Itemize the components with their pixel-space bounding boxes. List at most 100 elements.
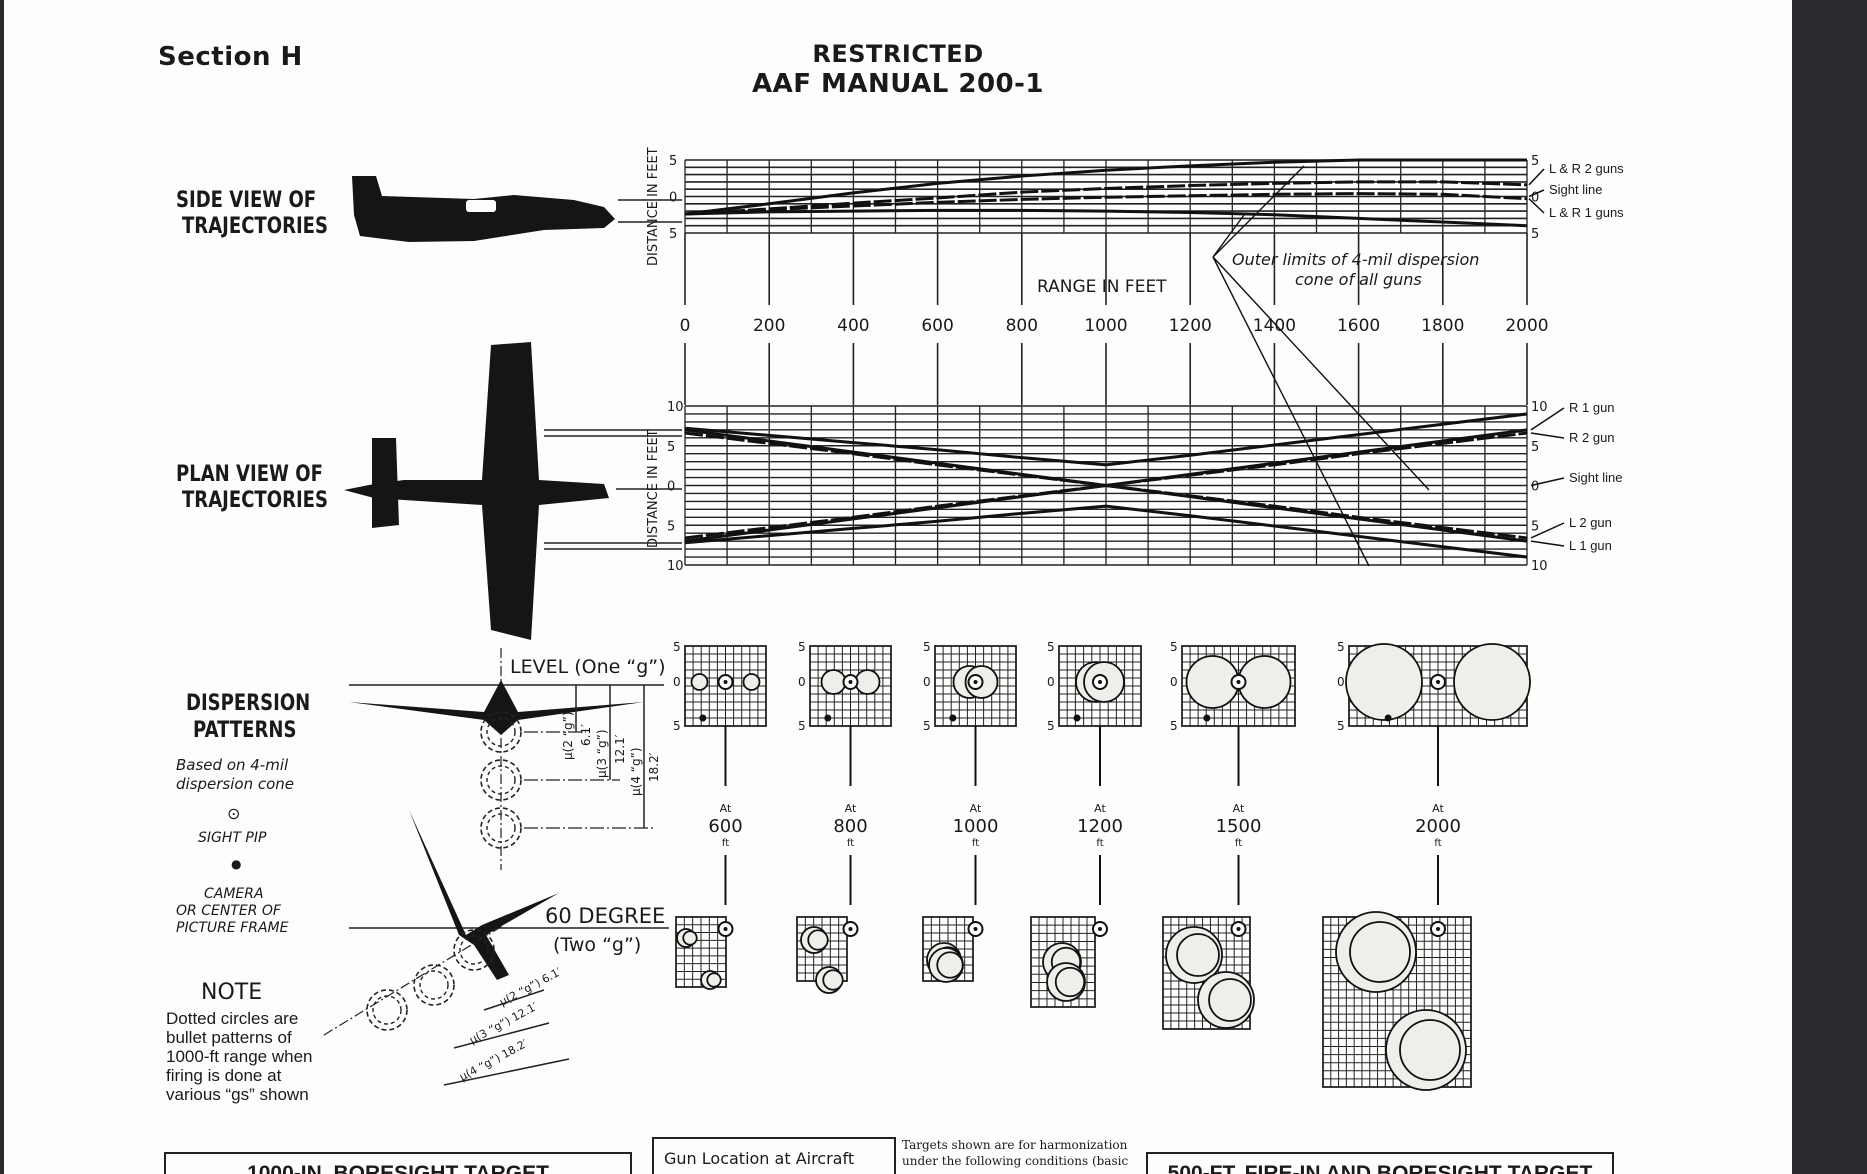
plan-y-tick: 10 [667, 400, 684, 415]
g-pattern-circle [372, 995, 402, 1025]
sixty-offset-dimension [453, 1022, 550, 1049]
target-tick: 5 [1047, 640, 1055, 654]
dispersion-annotation-2: cone of all guns [1295, 270, 1422, 289]
targets-note-2: under the following conditions (basic [902, 1154, 1129, 1168]
bullet-pattern-circle [820, 669, 847, 695]
g-offset-value: 12.1′ [613, 734, 627, 764]
g-pattern-circle [459, 935, 489, 965]
range-value-label: 1500 [1216, 816, 1262, 837]
manual-title: AAF MANUAL 200-1 [751, 69, 1045, 99]
camera-center-dot [949, 714, 957, 722]
range-tick-label: 0 [680, 316, 691, 336]
sight-pip-dot [1436, 680, 1440, 684]
plan-legend-arrow [1530, 540, 1565, 547]
side-legend-entry: Sight line [1549, 182, 1602, 197]
note-line: bullet patterns of [166, 1028, 292, 1047]
bullet-pattern-circle [936, 951, 964, 979]
classification-label: RESTRICTED [812, 40, 984, 68]
range-at-label: At [720, 802, 732, 815]
bullet-pattern-circle [1349, 921, 1411, 983]
side-series-outer-limit-lower- [684, 208, 1528, 228]
side-view-label-1: SIDE VIEW OF [176, 188, 317, 213]
plan-legend-entry: Sight line [1569, 470, 1622, 485]
plan-series-outer-limit-lower- [684, 504, 1528, 559]
bullet-pattern-circle [1054, 966, 1086, 998]
plan-aircraft-icon [344, 342, 609, 640]
range-unit-label: ft [1096, 838, 1103, 849]
range-axis-label: RANGE IN FEET [1037, 277, 1167, 297]
side-right-tick: 5 [1531, 227, 1539, 242]
side-series-sight-line [684, 192, 1528, 216]
bullet-pattern-circle [742, 673, 761, 691]
plan-legend-arrow [1530, 407, 1565, 431]
target-tick: 5 [798, 719, 806, 733]
camera-label-1: CAMERA [204, 886, 264, 902]
range-unit-label: ft [1235, 838, 1242, 849]
note-line: 1000-ft range when [166, 1047, 313, 1066]
camera-center-dot [1384, 714, 1392, 722]
g-offset-value: 18.2′ [647, 752, 661, 782]
range-tick-label: 1800 [1421, 316, 1464, 336]
plan-legend-arrow [1530, 522, 1565, 539]
side-series-outer-limit-upper- [684, 158, 1527, 216]
sight-pip-dot [1098, 680, 1102, 684]
g-offset-label: μ(3 “g”) [595, 730, 609, 779]
target-tick: 5 [923, 640, 931, 654]
range-value-label: 600 [708, 816, 742, 837]
sight-pip-icon: ⊙ [227, 804, 241, 823]
g-pattern-circle [413, 964, 455, 1006]
range-at-label: At [1233, 802, 1245, 815]
plan-right-tick: 5 [1531, 519, 1539, 534]
plan-view-label-2: TRAJECTORIES [182, 488, 328, 513]
range-at-label: At [970, 802, 982, 815]
range-value-label: 1000 [953, 816, 999, 837]
document-page: Section H RESTRICTED AAF MANUAL 200-1 SI… [4, 0, 1792, 1174]
side-legend-entry: L & R 1 guns [1549, 205, 1624, 220]
sight-pip-dot [1236, 680, 1241, 684]
boresight-1000-box: 1000-IN. BORESIGHT TARGET [164, 1152, 632, 1174]
side-series-l-r-2-guns [684, 180, 1528, 216]
sixty-target-1200 [1030, 916, 1108, 1008]
target-tick: 5 [798, 640, 806, 654]
range-tick-label: 2000 [1505, 316, 1548, 336]
targets-note-1: Targets shown are for harmonization [902, 1138, 1128, 1152]
gun-location-box: Gun Location at Aircraft [652, 1137, 896, 1174]
sixty-aircraft-icon [409, 810, 559, 980]
plan-legend-entry: L 2 gun [1569, 515, 1612, 530]
range-unit-label: ft [972, 838, 979, 849]
side-legend-arrow [1528, 189, 1545, 198]
range-tick-label: 1000 [1084, 316, 1127, 336]
dispersion-patterns: 505At600ft505At800ft505At1000ft505At1200… [673, 640, 1531, 1091]
camera-center-dot [824, 714, 832, 722]
side-y-tick: 0 [669, 191, 677, 206]
bullet-pattern-circle [1208, 978, 1252, 1022]
level-label: LEVEL (One “g”) [510, 656, 666, 678]
range-tick-label: 800 [1006, 316, 1038, 336]
target-tick: 5 [1337, 719, 1345, 733]
g-pattern-circle [486, 717, 516, 747]
side-right-tick: 5 [1531, 154, 1539, 169]
note-title: NOTE [201, 980, 263, 1005]
range-tick-label: 1200 [1169, 316, 1212, 336]
camera-dot-icon: ● [231, 857, 242, 871]
g-pattern-circle [486, 813, 516, 843]
range-unit-label: ft [1434, 838, 1441, 849]
sight-pip-dot [1098, 927, 1102, 931]
range-at-label: At [845, 802, 857, 815]
plan-y-tick: 0 [667, 480, 675, 495]
annotation-arrow [1212, 256, 1430, 491]
bullet-pattern-circle [690, 673, 709, 691]
side-legend-entry: L & R 2 guns [1549, 161, 1624, 176]
target-tick: 0 [673, 675, 681, 689]
dispersion-annotation-1: Outer limits of 4-mil dispersion [1232, 250, 1480, 269]
plan-y-tick: 5 [667, 519, 675, 534]
g-pattern-circle [366, 989, 408, 1031]
plan-legend-arrow [1530, 477, 1565, 487]
sight-pip-dot [723, 927, 728, 931]
range-tick-label: 600 [921, 316, 953, 336]
boresight-1000-title: 1000-IN. BORESIGHT TARGET [247, 1162, 549, 1174]
